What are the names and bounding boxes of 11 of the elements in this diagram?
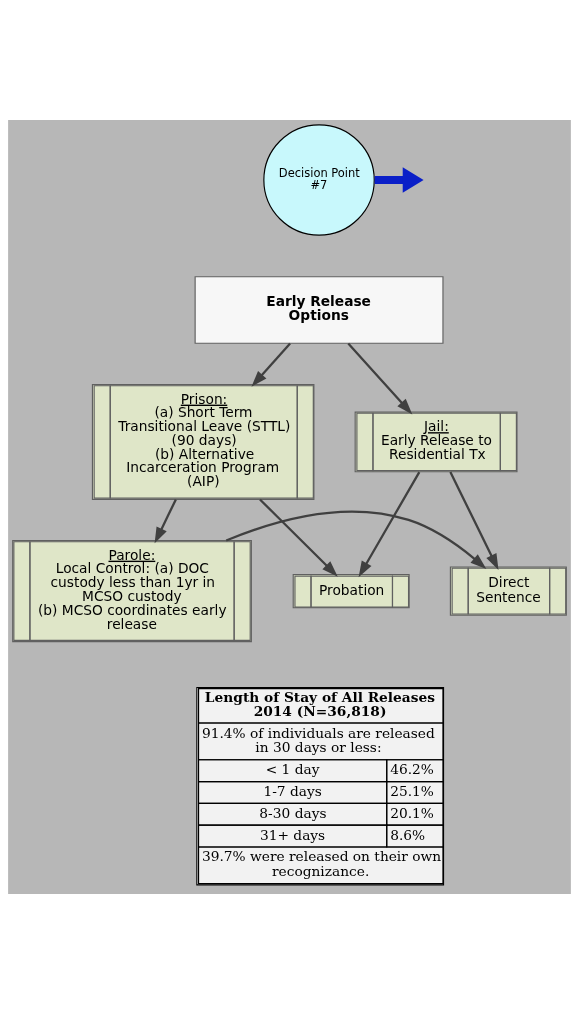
label: < 1 day — [265, 761, 320, 778]
label: 46.2% — [390, 761, 434, 778]
label: 1-7 days — [263, 783, 322, 800]
label: 8.6% — [390, 826, 426, 843]
label: 8-30 days — [259, 804, 327, 821]
label: 25.1% — [390, 783, 434, 800]
label: 31+ days — [259, 826, 326, 843]
label: Length of Stay of All Releases 2014 (N=36,818) — [204, 688, 435, 719]
label: 91.4% of individuals are released in 30 days or less: — [202, 724, 435, 756]
label: 39.7% were released on their own recognizance. — [202, 848, 442, 880]
label: 20.1% — [390, 804, 434, 821]
